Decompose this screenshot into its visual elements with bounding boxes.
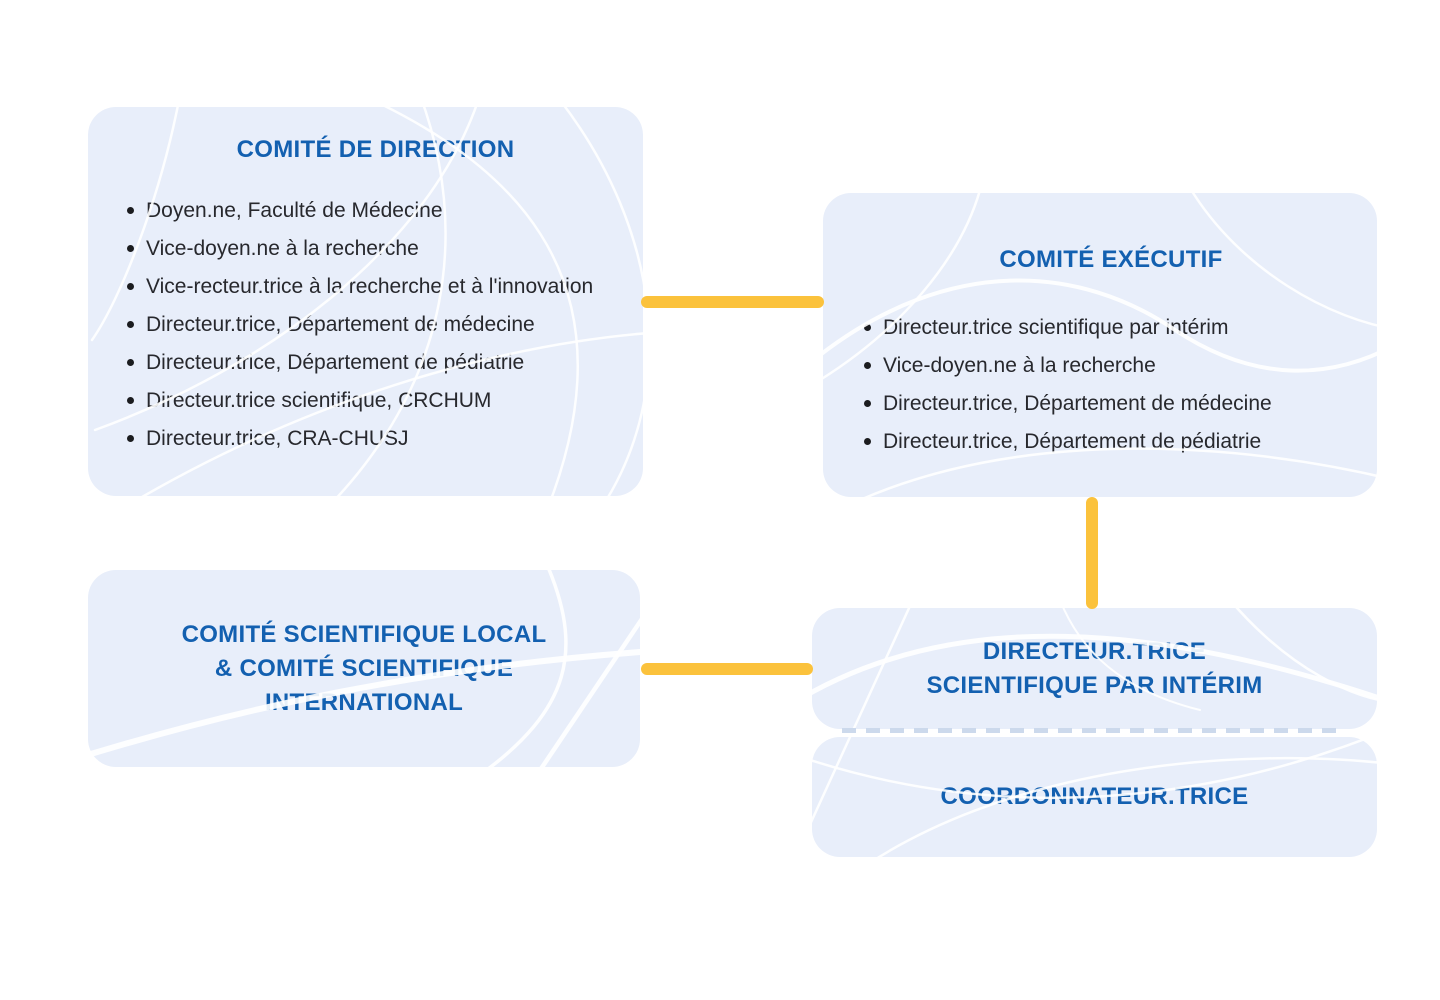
list-item: Directeur.trice, Département de médecine [863, 385, 1359, 423]
list-item: Vice-recteur.trice à la recherche et à l… [126, 268, 625, 306]
directeur-title-line: SCIENTIFIQUE PAR INTÉRIM [926, 671, 1263, 699]
list-item: Directeur.trice, Département de médecine [126, 306, 625, 344]
list-item: Directeur.trice scientifique, CRCHUM [126, 382, 625, 420]
list-item: Vice-doyen.ne à la recherche [126, 230, 625, 268]
connector-direction-executif [641, 296, 824, 308]
list-item: Directeur.trice scientifique par intérim [863, 309, 1359, 347]
list-item: Directeur.trice, Département de pédiatri… [126, 344, 625, 382]
box-comite-executif: COMITÉ EXÉCUTIF Directeur.trice scientif… [823, 193, 1377, 497]
comite-executif-title: COMITÉ EXÉCUTIF [999, 246, 1223, 273]
box-comite-scientifique: COMITÉ SCIENTIFIQUE LOCAL & COMITÉ SCIEN… [88, 570, 640, 767]
connector-scientifique-directeur [641, 663, 813, 675]
comite-scientifique-title-line: & COMITÉ SCIENTIFIQUE [214, 654, 514, 682]
list-item: Vice-doyen.ne à la recherche [863, 347, 1359, 385]
dashed-divider [842, 728, 1336, 733]
directeur-title-line: DIRECTEUR.TRICE [982, 637, 1207, 665]
list-item: Directeur.trice, CRA-CHUSJ [126, 420, 625, 458]
comite-executif-list: Directeur.trice scientifique par intérim… [863, 309, 1359, 461]
comite-direction-list: Doyen.ne, Faculté de Médecine Vice-doyen… [126, 192, 625, 458]
comite-scientifique-title-line: COMITÉ SCIENTIFIQUE LOCAL [181, 620, 547, 648]
box-coordonnateur: COORDONNATEUR.TRICE [812, 737, 1377, 857]
box-comite-direction: COMITÉ DE DIRECTION Doyen.ne, Faculté de… [88, 107, 643, 496]
list-item: Directeur.trice, Département de pédiatri… [863, 423, 1359, 461]
box-directeur-scientifique: DIRECTEUR.TRICE SCIENTIFIQUE PAR INTÉRIM [812, 608, 1377, 729]
comite-scientifique-title-line: INTERNATIONAL [264, 688, 464, 716]
list-item: Doyen.ne, Faculté de Médecine [126, 192, 625, 230]
coordonnateur-title: COORDONNATEUR.TRICE [940, 783, 1249, 810]
connector-executif-directeur [1086, 497, 1098, 609]
comite-direction-title: COMITÉ DE DIRECTION [236, 136, 515, 163]
